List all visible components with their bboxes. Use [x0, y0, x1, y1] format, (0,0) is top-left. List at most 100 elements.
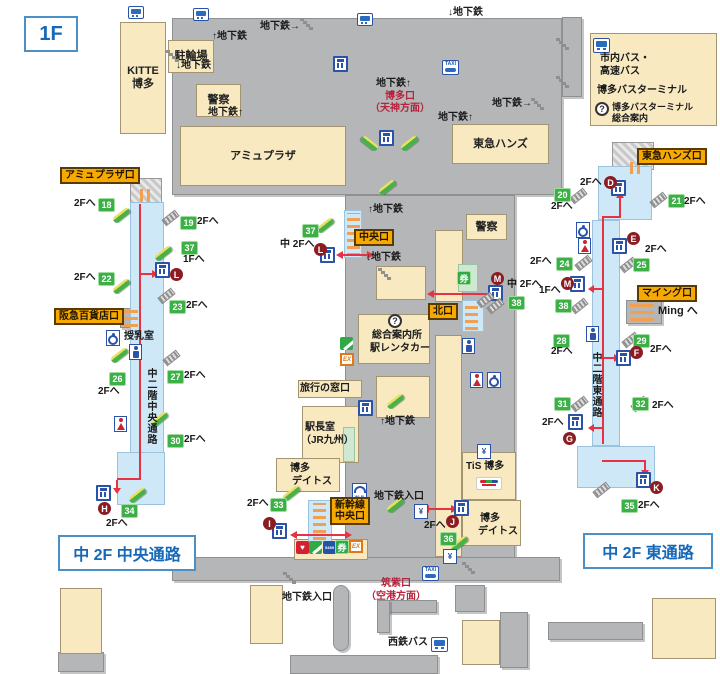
ticket-icon — [358, 400, 373, 416]
greenwin-icon — [340, 337, 353, 350]
area-label: 東急ハンズ — [473, 137, 528, 150]
ken-icon: 券 — [457, 271, 471, 285]
wifi-icon: Wi-Fi — [352, 483, 367, 499]
stairs-icon — [556, 38, 570, 50]
text-label: 2Fへ — [74, 198, 96, 209]
area-label: 警察 — [207, 94, 230, 107]
text-label: ↓地下鉄 — [176, 60, 211, 71]
text-label: 2Fへ — [424, 520, 446, 531]
text-label: （空港方面） — [366, 591, 426, 602]
text-label: 博多 — [480, 513, 500, 524]
wheelchair-icon — [576, 222, 590, 238]
entrance-tag: 北口 — [428, 303, 458, 320]
text-label: ↑地下鉄 — [368, 204, 403, 215]
map-area-bldg-s1 — [250, 585, 283, 644]
ticket-icon — [379, 130, 394, 146]
text-label: （JR九州） — [301, 435, 354, 446]
text-label: 駅レンタカー — [370, 343, 430, 354]
ticket-icon — [636, 472, 651, 488]
route-line — [602, 216, 621, 218]
entrance-tag: 阪急百貨店口 — [54, 308, 124, 325]
text-label: 市内バス・ — [600, 53, 650, 64]
text-label: （天神方面） — [370, 103, 430, 114]
text-label: 2Fへ — [184, 434, 206, 445]
ticket-icon — [96, 485, 111, 501]
ticket-machine-letter-badge: F — [630, 346, 643, 359]
route-line — [619, 198, 621, 218]
route-line — [593, 288, 602, 290]
ticket-machine-letter-badge: M — [491, 272, 504, 285]
text-label: デイトス — [292, 476, 332, 487]
train-icon — [193, 8, 209, 21]
map-area-travel-counter-box — [298, 380, 362, 398]
entrance-tag: 東急ハンズ口 — [637, 148, 707, 165]
corridor-caption: 中 2F 東通路 — [583, 533, 713, 569]
route-line — [117, 478, 141, 480]
map-area-deitos-west-box — [276, 458, 340, 492]
text-label: 2Fへ — [551, 346, 573, 357]
escalator-number-badge: 38 — [555, 299, 572, 313]
bus-icon — [431, 637, 448, 652]
map-area-concourse-bottom — [172, 557, 560, 581]
escalator-number-badge: 30 — [167, 434, 184, 448]
escalator-number-badge: 38 — [508, 296, 525, 310]
text-label: ↑地下鉄 — [380, 416, 415, 427]
floor-badge: 1F — [24, 16, 78, 52]
text-label: 博多バスターミナル — [612, 102, 694, 112]
ticket-machine-letter-badge: K — [650, 481, 663, 494]
text-label: 西鉄バス — [388, 637, 428, 648]
stairflight-icon — [649, 191, 668, 209]
escalator-number-badge: 31 — [554, 397, 571, 411]
stairflight-icon — [161, 209, 180, 227]
ticket-icon — [612, 238, 627, 254]
entrance-tag: アミュプラザ口 — [60, 167, 140, 184]
stairs-icon — [378, 268, 392, 280]
text-label: 2Fへ — [186, 300, 208, 311]
fare-icon: ¥ — [443, 549, 457, 564]
ticket-icon — [454, 500, 469, 516]
ticket-icon — [272, 523, 287, 539]
map-area-wall-4 — [290, 655, 438, 674]
hankyu-gates — [123, 310, 138, 327]
ex-icon: EX — [349, 540, 363, 553]
area-label: 駐輪場 — [174, 50, 208, 63]
aed-icon: ♥ — [296, 541, 309, 554]
train-icon — [128, 6, 144, 19]
text-label: デイトス — [478, 526, 518, 537]
stairs-icon — [462, 562, 476, 574]
text-label: 2Fへ — [247, 498, 269, 509]
text-label: 2Fへ — [580, 177, 602, 188]
esc-icon — [109, 346, 130, 365]
text-label: 博多口 — [385, 91, 415, 102]
route-arrowhead — [588, 285, 594, 293]
route-arrowhead — [113, 488, 121, 494]
ticket-machine-letter-badge: D — [604, 176, 617, 189]
escalator-number-badge: 19 — [180, 216, 197, 230]
map-area-wall-6 — [548, 622, 643, 640]
text-label: ↓地下鉄 — [366, 252, 401, 263]
route-line — [644, 462, 646, 470]
escalator-number-badge: 21 — [668, 194, 685, 208]
text-label: 駅長室 — [305, 422, 335, 433]
stairs-icon — [300, 18, 314, 30]
escalator-number-badge: 33 — [270, 498, 287, 512]
route-line — [116, 480, 118, 488]
ticket-icon — [568, 414, 583, 430]
escalator-number-badge: 35 — [621, 499, 638, 513]
escalator-number-badge: 34 — [121, 504, 138, 518]
map-area-deitos-east-box — [462, 500, 521, 546]
map-area-mezz-central-corridor — [130, 202, 164, 455]
map-area-police-box-n: 警察 — [466, 214, 507, 240]
text-label: 地下鉄↑ — [208, 107, 243, 118]
text-label: 博多 — [290, 463, 310, 474]
route-arrowhead — [588, 424, 594, 432]
route-line — [139, 204, 141, 480]
escalator-number-badge: 22 — [98, 272, 115, 286]
text-label: 総合案内 — [612, 113, 649, 123]
escalator-number-badge: 28 — [553, 334, 570, 348]
map-area-room-mid-1 — [376, 266, 426, 300]
text-label: 中二階中央通路 — [145, 368, 156, 445]
